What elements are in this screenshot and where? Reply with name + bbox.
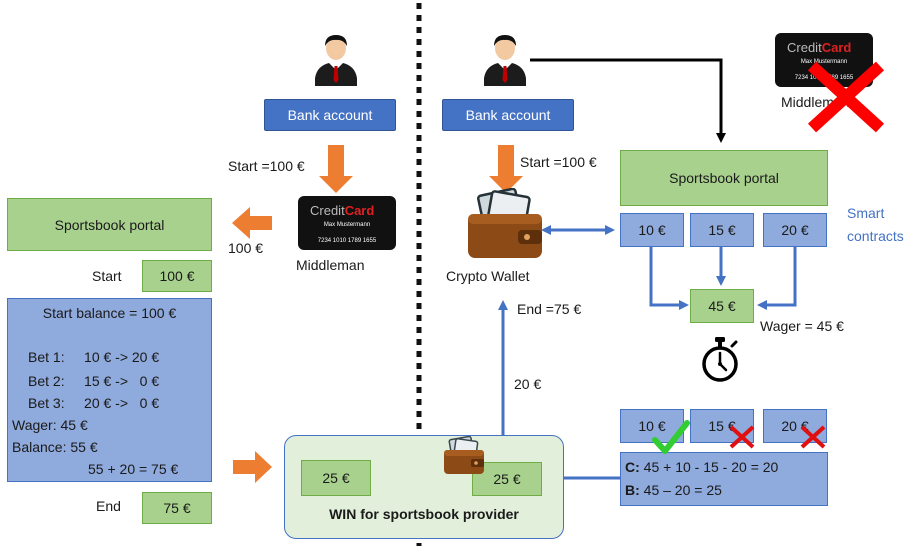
calc-c-prefix: C: — [625, 459, 640, 475]
bet-box-2: 15 € — [690, 213, 754, 247]
to-portal-arrow — [232, 207, 272, 239]
right-bank-account-label: Bank account — [465, 107, 551, 123]
win-caption: WIN for sportsbook provider — [329, 506, 519, 522]
return-amount: 20 € — [514, 376, 542, 392]
right-portal-label: Sportsbook portal — [669, 170, 779, 186]
calc-b-prefix: B: — [625, 482, 640, 498]
left-sportsbook-portal: Sportsbook portal — [7, 198, 212, 251]
balance-panel: Start balance = 100 € Bet 1: 10 € -> 20 … — [7, 298, 212, 482]
win-box: 25 € 25 € WIN for sportsbook provider — [284, 435, 564, 539]
card-holder: Max Mustermann — [323, 222, 371, 228]
wager-label: Wager = 45 € — [760, 318, 844, 334]
start-label: Start — [92, 268, 122, 284]
bet3-to-wager-arrow — [757, 247, 797, 310]
balance-line-start: Start balance = 100 € — [42, 305, 177, 321]
smart-contracts-label-2: contracts — [847, 228, 904, 244]
to-win-arrow — [233, 451, 272, 483]
calc-b-text: 45 – 20 = 25 — [639, 482, 722, 498]
right-bank-account: Bank account — [442, 99, 574, 131]
card-brand-a: Credit — [787, 40, 822, 55]
card-brand-a: Credit — [310, 203, 345, 218]
balance-line-bet3: Bet 3: 20 € -> 0 € — [28, 395, 160, 411]
cross-icon — [729, 425, 755, 449]
right-start-arrow — [489, 145, 523, 193]
left-portal-label: Sportsbook portal — [54, 216, 165, 233]
result-value-3: 20 € — [781, 418, 809, 434]
card-holder: Max Mustermann — [800, 59, 848, 65]
result-value-1: 10 € — [638, 418, 666, 434]
start-value-box: 100 € — [142, 260, 212, 292]
person-to-portal-arrow — [530, 58, 726, 143]
left-arrow-amount: 100 € — [228, 240, 264, 256]
start-value: 100 € — [159, 268, 195, 284]
right-start-amount: Start =100 € — [520, 154, 597, 170]
left-start-amount: Start =100 € — [228, 158, 305, 174]
check-icon — [652, 420, 690, 454]
calc-box: C: 45 + 10 - 15 - 20 = 20 B: 45 – 20 = 2… — [620, 452, 828, 506]
bet-value-1: 10 € — [638, 222, 666, 238]
card-brand-b: Card — [821, 40, 852, 55]
bet1-to-wager-arrow — [649, 247, 689, 310]
person-icon — [315, 35, 357, 86]
cross-icon — [800, 425, 826, 449]
crypto-wallet-label: Crypto Wallet — [446, 268, 530, 284]
win-value-right: 25 € — [493, 471, 521, 487]
win-value-left: 25 € — [322, 470, 350, 486]
balance-line-bet2: Bet 2: 15 € -> 0 € — [28, 373, 160, 389]
calc-c-text: 45 + 10 - 15 - 20 = 20 — [639, 459, 779, 475]
left-start-arrow — [319, 145, 353, 193]
balance-line-bet1: Bet 1: 10 € -> 20 € — [28, 349, 160, 365]
left-credit-card-icon: CreditCard Max Mustermann 7234 1010 1789… — [298, 196, 396, 250]
result-value-2: 15 € — [708, 418, 736, 434]
smart-contracts-label-1: Smart — [847, 205, 885, 221]
bet-box-3: 20 € — [763, 213, 827, 247]
left-middleman-label: Middleman — [296, 257, 365, 273]
left-bank-account-label: Bank account — [287, 107, 373, 123]
card-brand-b: Card — [344, 203, 375, 218]
end-value-box: 75 € — [142, 492, 212, 524]
bet-value-3: 20 € — [781, 222, 809, 238]
bet-box-1: 10 € — [620, 213, 684, 247]
calc-line-b: B: 45 – 20 = 25 — [625, 482, 722, 498]
end-label: End — [96, 498, 121, 514]
balance-line-wager: Wager: 45 € — [12, 417, 88, 433]
balance-line-balance: Balance: 55 € — [12, 439, 98, 455]
win-value-left-box: 25 € — [301, 460, 371, 496]
bet-value-2: 15 € — [708, 222, 736, 238]
person-icon — [484, 35, 526, 86]
wallet-icon — [444, 436, 484, 474]
wager-box: 45 € — [690, 289, 754, 323]
end-amount: End =75 € — [517, 301, 582, 317]
left-bank-account: Bank account — [264, 99, 396, 131]
crypto-wallet-icon — [468, 188, 542, 258]
stopwatch-icon — [702, 337, 738, 382]
card-number: 7234 1010 1789 1655 — [317, 238, 377, 244]
balance-line-sum: 55 + 20 = 75 € — [88, 461, 179, 477]
wager-total: 45 € — [708, 298, 736, 314]
calc-line-c: C: 45 + 10 - 15 - 20 = 20 — [625, 459, 778, 475]
end-value: 75 € — [163, 500, 191, 516]
right-sportsbook-portal: Sportsbook portal — [620, 150, 828, 206]
cross-icon — [807, 61, 885, 133]
